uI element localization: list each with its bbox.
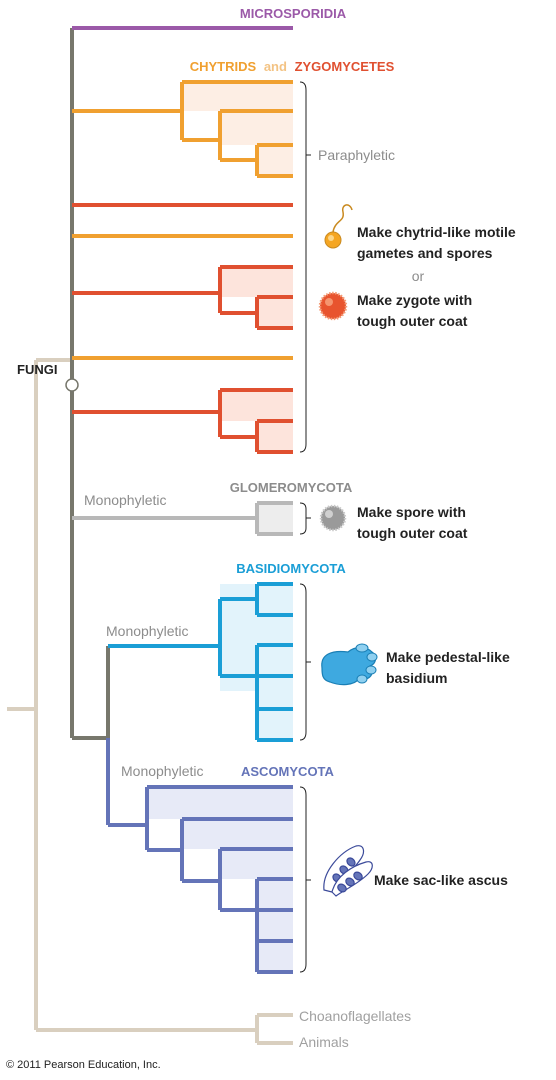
label-glomeromycota: GLOMEROMYCOTA [230, 480, 353, 495]
glomero-spore-icon [319, 504, 347, 532]
trait-chytrid-line1: Make chytrid-like motile [357, 224, 516, 240]
bracket-chytrid-zygo [299, 81, 307, 453]
label-monophyletic-basidio: Monophyletic [106, 623, 189, 639]
label-monophyletic-glomero: Monophyletic [84, 492, 167, 508]
fungi-node [65, 378, 79, 392]
label-basidiomycota: BASIDIOMYCOTA [236, 561, 346, 576]
bracket-glomero [299, 502, 307, 535]
zygote-icon [318, 291, 348, 321]
ascus-icon [323, 845, 373, 897]
bracket-basidio [299, 583, 307, 741]
trait-glomero-line1: Make spore with [357, 504, 466, 520]
chytrid-clade-shade [182, 82, 293, 176]
brackets [299, 81, 311, 973]
label-ascomycota: ASCOMYCOTA [241, 764, 335, 779]
ascomycota-branches [106, 738, 293, 974]
label-monophyletic-asco: Monophyletic [121, 763, 204, 779]
bracket-asco [299, 786, 307, 973]
label-animals: Animals [299, 1034, 349, 1050]
label-paraphyletic: Paraphyletic [318, 147, 395, 163]
basidium-icon [321, 643, 378, 686]
label-choanoflagellates: Choanoflagellates [299, 1008, 411, 1024]
trait-glomero-line2: tough outer coat [357, 525, 468, 541]
label-microsporidia: MICROSPORIDIA [240, 6, 347, 21]
trait-chytrid-line2: gametes and spores [357, 245, 493, 261]
label-chytrids-zygomycetes: CHYTRIDS and ZYGOMYCETES [190, 59, 395, 74]
trait-basidio-line1: Make pedestal-like [386, 649, 510, 665]
glomero-clade-shade [257, 503, 293, 534]
trait-zygote-line2: tough outer coat [357, 313, 468, 329]
motile-spore-icon [324, 204, 353, 249]
basidiomycota-branches [108, 582, 293, 742]
trait-zygote-line1: Make zygote with [357, 292, 472, 308]
copyright: © 2011 Pearson Education, Inc. [6, 1059, 161, 1071]
zygomycete-branches [72, 203, 293, 454]
label-and: and [264, 59, 287, 74]
zygo-clade-shade-1 [220, 267, 293, 328]
clade-shading [147, 82, 293, 972]
trait-basidio-line2: basidium [386, 670, 447, 686]
glomeromycota-branches [72, 501, 293, 536]
outgroup-branches [7, 358, 293, 1045]
trait-asco: Make sac-like ascus [374, 872, 508, 888]
label-zygomycetes: ZYGOMYCETES [295, 59, 395, 74]
label-chytrids: CHYTRIDS [190, 59, 257, 74]
label-fungi: FUNGI [17, 362, 57, 377]
chytrid-branches [72, 80, 293, 360]
trait-or: or [412, 268, 425, 284]
